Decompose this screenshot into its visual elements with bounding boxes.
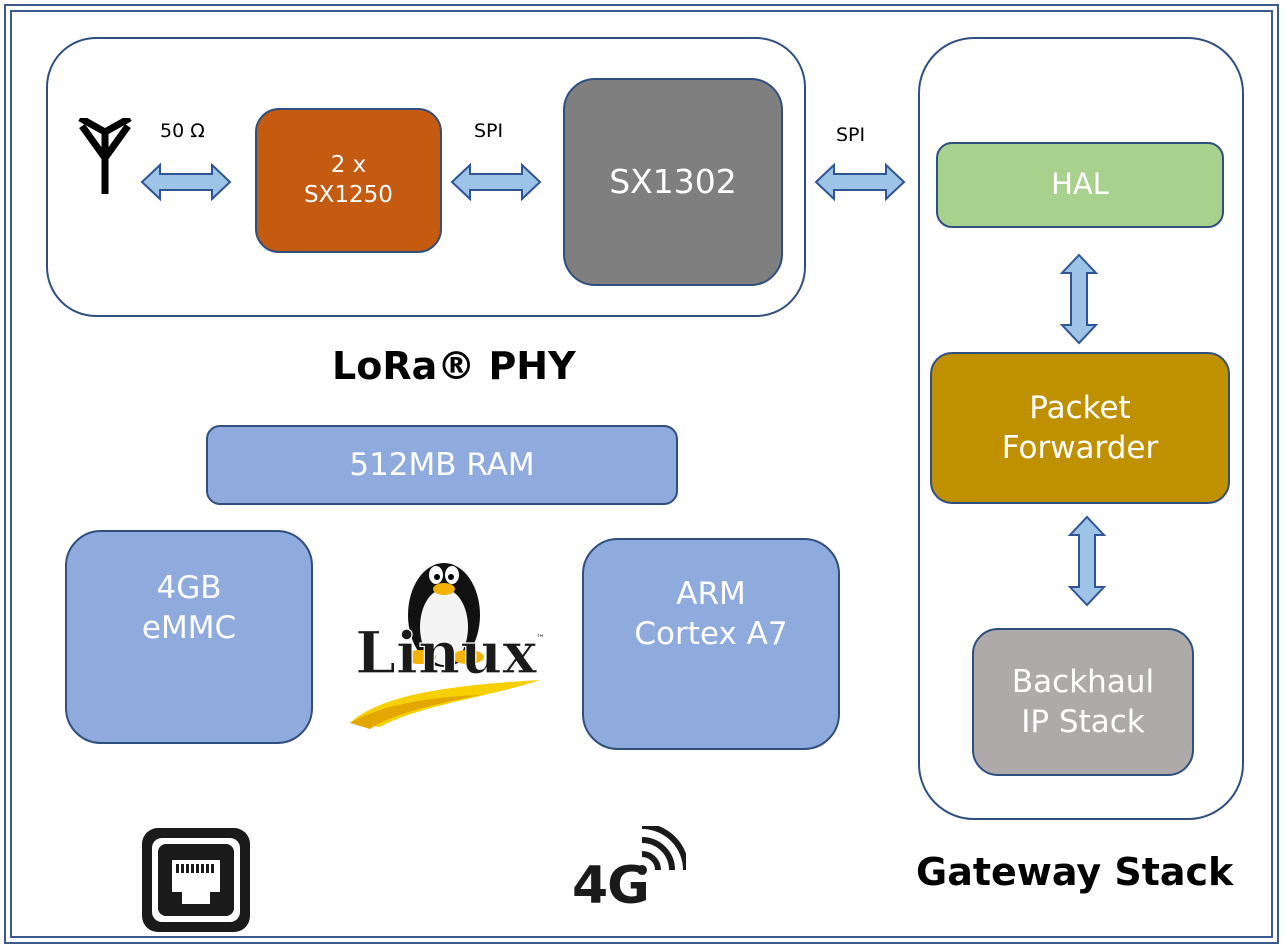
ram-block: 512MB RAM: [206, 425, 678, 505]
lora-phy-title: LoRa® PHY: [332, 344, 576, 388]
cellular-4g-label: 4G: [572, 856, 650, 916]
arrow-sx1302-hal: [814, 162, 906, 202]
arrow-sx1250-sx1302: [450, 162, 542, 202]
chip-sx1302: SX1302: [563, 78, 783, 286]
antenna-icon: [78, 118, 132, 194]
label-50-ohm: 50 Ω: [160, 120, 205, 142]
chip-sx1250: 2 x SX1250: [255, 108, 442, 253]
arrow-hal-forwarder: [1059, 253, 1099, 345]
linux-trademark: ™: [536, 634, 545, 644]
backhaul-ip-stack-block: Backhaul IP Stack: [972, 628, 1194, 776]
outer-frame: [4, 4, 1279, 944]
inner-frame: [10, 10, 1273, 938]
hal-block: HAL: [936, 142, 1224, 228]
label-spi-1: SPI: [474, 120, 504, 142]
arrow-antenna-sx1250: [140, 162, 232, 202]
packet-forwarder-block: Packet Forwarder: [930, 352, 1230, 504]
linux-wordmark: Linux: [355, 619, 537, 687]
linux-logo-icon: Linux ™: [350, 563, 545, 729]
cpu-block: ARM Cortex A7: [582, 538, 840, 750]
emmc-block: 4GB eMMC: [65, 530, 313, 744]
arrow-forwarder-backhaul: [1067, 515, 1107, 607]
wireless-signal-icon: [637, 826, 686, 875]
gateway-stack-title: Gateway Stack: [916, 850, 1234, 894]
ethernet-icon: [142, 828, 250, 932]
label-spi-2: SPI: [836, 124, 866, 146]
